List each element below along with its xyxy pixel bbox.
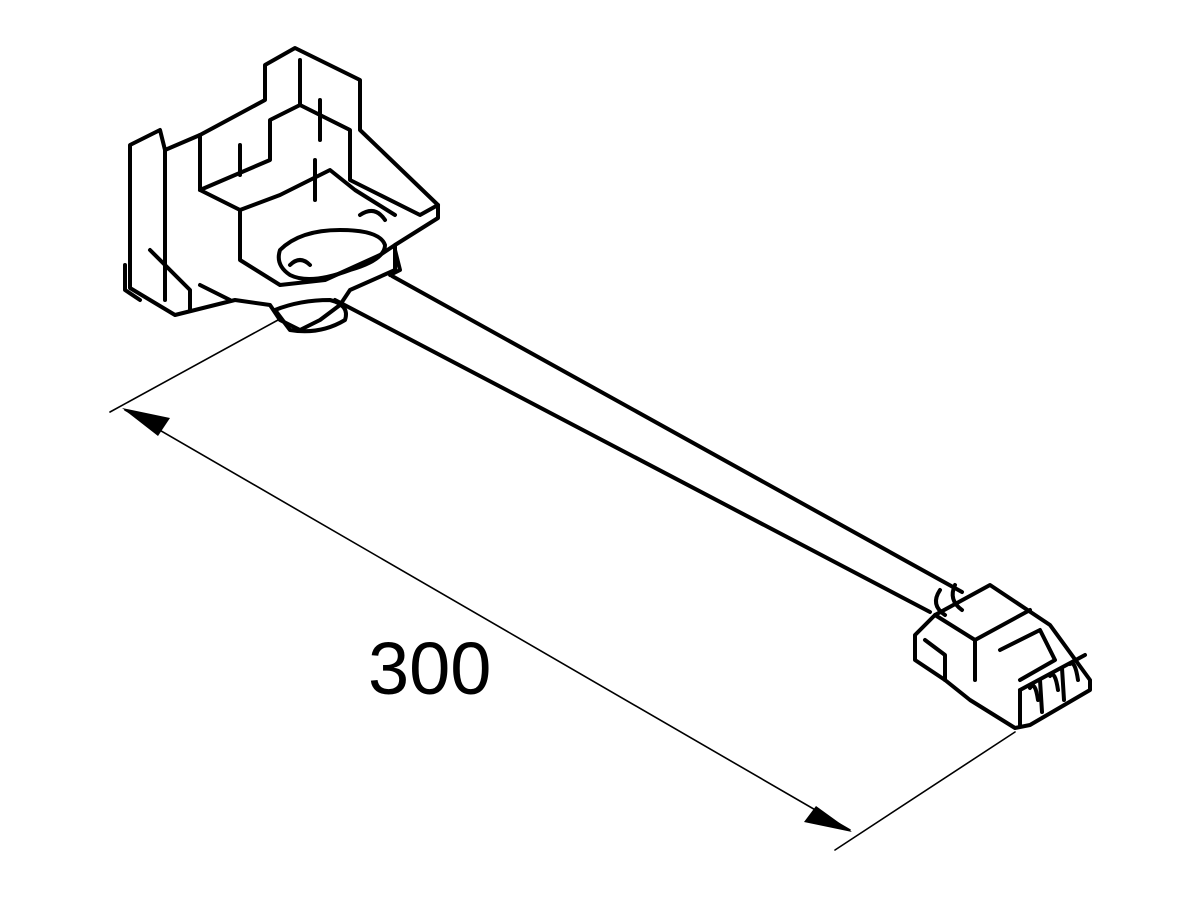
dimension-label: 300 [368,627,492,710]
dimension-arrows [122,408,852,832]
cable [333,274,964,617]
housing-connector [123,46,440,334]
plug-connector [913,583,1092,730]
dimension-lines [109,319,1016,851]
